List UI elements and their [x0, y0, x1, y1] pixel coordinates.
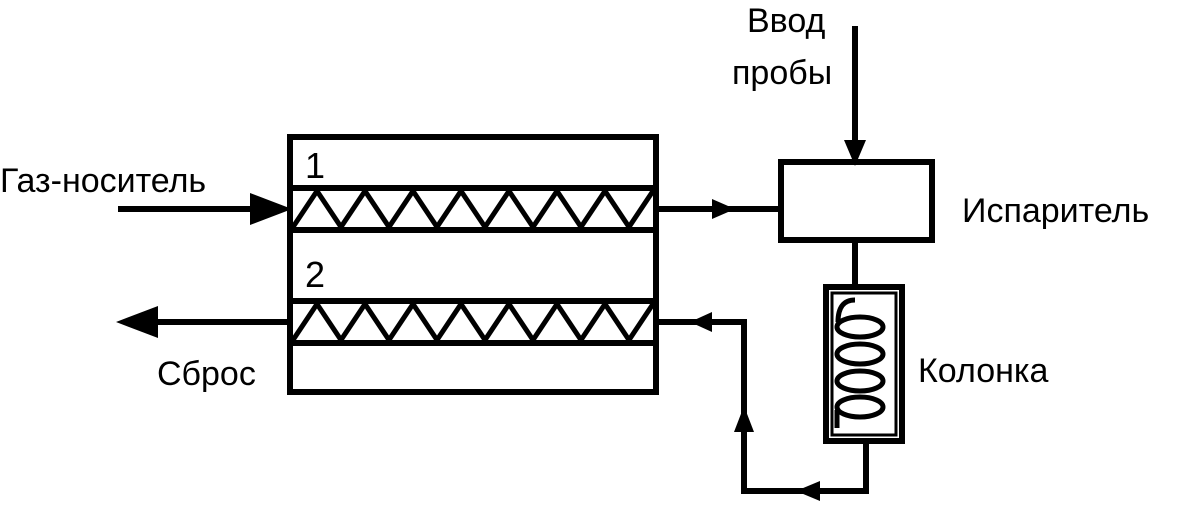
channel-2-label: 2	[305, 254, 325, 295]
evaporator-label: Испаритель	[962, 192, 1149, 230]
column-coil	[834, 297, 886, 428]
vent-arrow	[116, 306, 158, 338]
column-label: Колонка	[918, 352, 1048, 390]
channel-1-zigzag	[290, 186, 656, 232]
return-arrow-up	[734, 406, 754, 432]
return-arrow-left	[690, 312, 712, 332]
sample-input-label-line2: пробы	[732, 54, 832, 92]
detector-outline	[287, 134, 659, 395]
return-arrow-bottom	[796, 481, 820, 501]
channel-1-label: 1	[305, 145, 325, 186]
sample-input-label-line1: Ввод	[747, 2, 826, 40]
carrier-gas-inlet-arrow	[250, 193, 292, 225]
column	[823, 284, 905, 444]
channel1-to-evaporator-arrow	[712, 199, 735, 219]
column-return-line	[656, 319, 869, 494]
detector-block: 1 2	[287, 134, 659, 395]
vent-label: Сброс	[157, 355, 256, 393]
evaporator-box	[778, 159, 935, 243]
carrier-gas-label: Газ-носитель	[0, 162, 206, 200]
sample-input-arrow	[844, 140, 866, 166]
channel-2-zigzag	[290, 299, 656, 345]
column-inner	[830, 291, 898, 437]
